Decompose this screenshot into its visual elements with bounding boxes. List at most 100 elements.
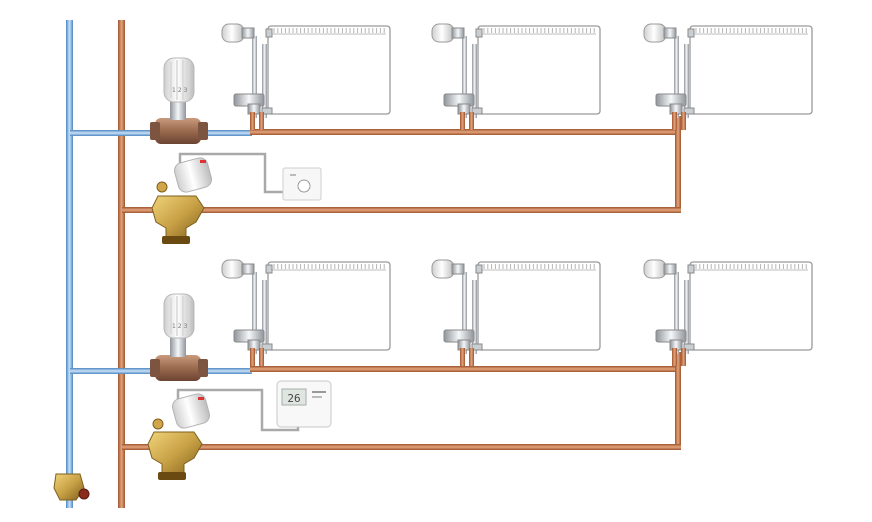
actuator-indicator [198,397,204,400]
radiator-valve-icon [451,263,465,275]
risers [66,20,125,508]
radiator-supply-pipe [674,36,679,118]
radiator-thermostat-head-icon [431,23,455,43]
radiator-supply-pipe [462,272,467,354]
radiator-panel [267,25,391,115]
brass-cap [156,181,168,193]
flow-stub [672,348,677,366]
radiator-panel [477,25,601,115]
flow-stub [460,348,465,366]
radiator-valve-icon [241,27,255,39]
thermostatic-valve-lower: 1 2 3 [150,293,208,381]
radiator-unit [643,23,813,130]
radiators [221,23,813,366]
radiator-unit [431,259,601,366]
actuator-body [171,393,211,429]
drain-valve-body [53,473,85,501]
drain-cap [78,488,90,500]
radiator-thermostat-head-icon [221,259,245,279]
radiator-valve-icon [241,263,255,275]
riser-to-balancing-upper [675,116,681,212]
radiator-grille [483,28,595,33]
radiator-return-pipe [262,280,267,354]
radiator-valve-icon [663,27,677,39]
svg-text:1 2 3: 1 2 3 [172,323,187,330]
balancing-valve-upper [151,157,213,244]
radiator-supply-pipe [252,272,257,354]
actuator-body [173,157,213,193]
actuator-indicator [200,160,206,163]
flow-branch-lower [250,366,680,372]
valve-port-right [198,122,208,140]
radiator-return-pipe [472,280,477,354]
radiator-return-pipe [472,44,477,118]
valve-port-left [150,122,160,140]
return-riser [66,20,73,508]
radiator-unit [221,23,391,130]
room-thermostat-upper [282,167,322,201]
signal-cable-upper [178,152,284,194]
return-stub [681,112,686,130]
radiator-grille [695,28,807,33]
radiator-unit [643,259,813,366]
return-stub [681,348,686,366]
radiator-valve-icon [451,27,465,39]
valve-body-lower [155,355,201,381]
radiator-valve-icon [663,263,677,275]
balancing-valve-lower [147,393,211,480]
radiator-panel [477,261,601,351]
radiator-supply-pipe [252,36,257,118]
return-stub [469,348,474,366]
valve-body-upper [155,118,201,144]
brass-outlet [162,236,190,244]
flow-branch-upper [250,129,680,135]
radiator-return-pipe [262,44,267,118]
flow-return-lower [122,444,681,450]
radiator-thermostat-head-icon [643,259,667,279]
svg-text:1 2 3: 1 2 3 [172,87,187,94]
radiator-unit [431,23,601,130]
return-stub [259,348,264,366]
flow-riser [118,20,125,508]
brass-valve-body [147,431,203,477]
riser-to-balancing-lower [675,352,681,448]
signal-cable-lower [176,388,300,432]
return-stub [259,112,264,130]
radiator-thermostat-head-icon [431,259,455,279]
valve-neck [170,98,186,120]
radiator-grille [273,28,385,33]
radiator-thermostat-head-icon [643,23,667,43]
radiator-panel [689,261,813,351]
drain-valve [53,473,90,501]
radiator-panel [267,261,391,351]
flow-stub [250,112,255,130]
thermostatic-valve-upper: 1 2 3 [150,57,208,144]
digital-thermostat-lower: 26 [276,380,332,428]
radiator-panel [689,25,813,115]
radiator-return-pipe [684,280,689,354]
radiator-grille [273,264,385,269]
digital-thermostat-display: 26 [287,392,300,405]
flow-return-upper [122,207,681,213]
brass-outlet [158,472,186,480]
flow-stub [460,112,465,130]
brass-cap [152,418,164,430]
radiator-thermostat-head-icon [221,23,245,43]
valve-neck [170,335,186,357]
room-thermostat-dial-icon [297,179,311,193]
signal-cables [176,152,300,432]
radiator-unit [221,259,391,366]
valve-port-right [198,359,208,377]
radiator-return-pipe [684,44,689,118]
valve-port-left [150,359,160,377]
digital-thermostat-screen [281,388,307,406]
brass-valve-body [151,195,205,241]
return-stub [469,112,474,130]
radiator-supply-pipe [674,272,679,354]
radiator-grille [695,264,807,269]
flow-stub [250,348,255,366]
radiator-supply-pipe [462,36,467,118]
flow-stub [672,112,677,130]
